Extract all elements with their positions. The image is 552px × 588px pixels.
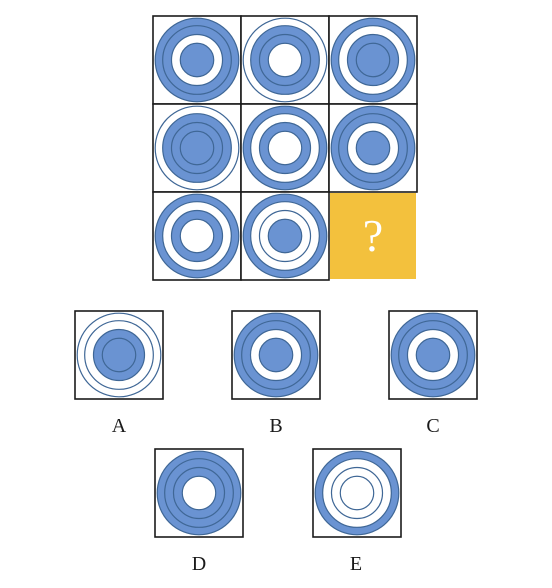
option-e[interactable]	[312, 448, 402, 538]
ring-4-filled	[179, 130, 215, 166]
option-label-e: E	[350, 553, 362, 575]
ring-4-filled	[101, 337, 137, 373]
option-label-a: A	[112, 415, 127, 437]
grid-cell-r1c3	[328, 15, 418, 105]
ring-4-filled	[267, 218, 303, 254]
option-a[interactable]	[74, 310, 164, 400]
ring-4-filled	[179, 42, 215, 78]
ring-4-filled	[258, 337, 294, 373]
puzzle-grid: ?	[152, 15, 418, 281]
ring-4-white	[339, 475, 375, 511]
grid-cell-r2c1	[152, 103, 242, 193]
ring-4-filled	[355, 130, 391, 166]
question-box	[330, 193, 416, 279]
ring-4-filled	[355, 42, 391, 78]
grid-cell-r2c2	[240, 103, 330, 193]
grid-cell-r3c1	[152, 191, 242, 281]
missing-cell[interactable]: ?	[330, 193, 416, 279]
grid-cell-r3c2	[240, 191, 330, 281]
option-label-d: D	[192, 553, 206, 575]
ring-4-white	[267, 42, 303, 78]
answer-options	[74, 310, 478, 538]
option-b[interactable]	[231, 310, 321, 400]
question-mark: ?	[363, 210, 383, 261]
option-label-b: B	[269, 415, 282, 437]
grid-cell-r2c3	[328, 103, 418, 193]
ring-4-white	[181, 475, 217, 511]
ring-4-white	[267, 130, 303, 166]
option-label-c: C	[426, 415, 439, 437]
ring-4-filled	[415, 337, 451, 373]
grid-cell-r1c2	[240, 15, 330, 105]
option-c[interactable]	[388, 310, 478, 400]
ring-4-white	[179, 218, 215, 254]
grid-cell-r1c1	[152, 15, 242, 105]
option-d[interactable]	[154, 448, 244, 538]
